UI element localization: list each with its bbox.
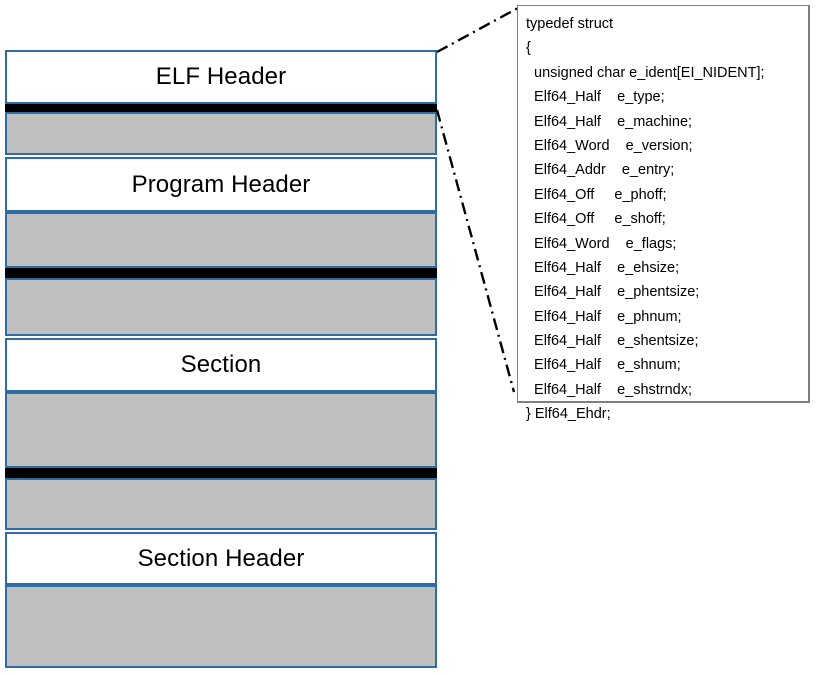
- diagram-band-filler-1: [5, 112, 437, 155]
- code-line: Elf64_Half e_ehsize;: [526, 259, 680, 276]
- diagram-band-sep-1: [5, 104, 437, 112]
- band-label-elf-header: ELF Header: [155, 63, 287, 90]
- code-line: Elf64_Half e_shnum;: [526, 357, 681, 374]
- code-line: Elf64_Half e_machine;: [526, 113, 693, 130]
- band-label-section: Section: [180, 351, 262, 378]
- diagram-band-sep-3: [5, 468, 437, 478]
- code-line: Elf64_Addr e_entry;: [526, 162, 675, 179]
- code-line: Elf64_Word e_flags;: [526, 235, 677, 252]
- leader-line-top: [436, 6, 519, 54]
- diagram-band-sep-2: [5, 268, 437, 278]
- code-line: Elf64_Half e_phnum;: [526, 308, 682, 325]
- code-line: unsigned char e_ident[EI_NIDENT];: [526, 64, 765, 81]
- code-line: {: [526, 40, 531, 57]
- code-line: Elf64_Off e_shoff;: [526, 211, 666, 228]
- code-line: Elf64_Half e_shentsize;: [526, 333, 699, 350]
- diagram-band-filler-2: [5, 212, 437, 268]
- code-line: Elf64_Word e_version;: [526, 137, 693, 154]
- leader-line-bottom: [435, 109, 516, 393]
- diagram-band-section-header: Section Header: [5, 532, 437, 585]
- diagram-band-filler-6: [5, 585, 437, 668]
- diagram-band-filler-5: [5, 478, 437, 530]
- diagram-band-program-header: Program Header: [5, 157, 437, 212]
- diagram-band-filler-4: [5, 392, 437, 468]
- code-line: Elf64_Off e_phoff;: [526, 186, 667, 203]
- band-label-program-header: Program Header: [131, 170, 311, 198]
- band-label-section-header: Section Header: [137, 544, 305, 572]
- diagram-band-section: Section: [5, 338, 437, 392]
- code-line: typedef struct: [526, 16, 614, 32]
- diagram-band-elf-header: ELF Header: [5, 50, 437, 104]
- elf64-ehdr-callout-box: typedef struct { unsigned char e_ident[EI…: [517, 5, 810, 422]
- code-line: Elf64_Half e_shstrndx;: [526, 381, 693, 398]
- code-line: Elf64_Half e_type;: [526, 89, 665, 106]
- code-line: Elf64_Half e_phentsize;: [526, 284, 700, 301]
- code-line: } Elf64_Ehdr;: [526, 406, 611, 423]
- diagram-band-filler-3: [5, 278, 437, 336]
